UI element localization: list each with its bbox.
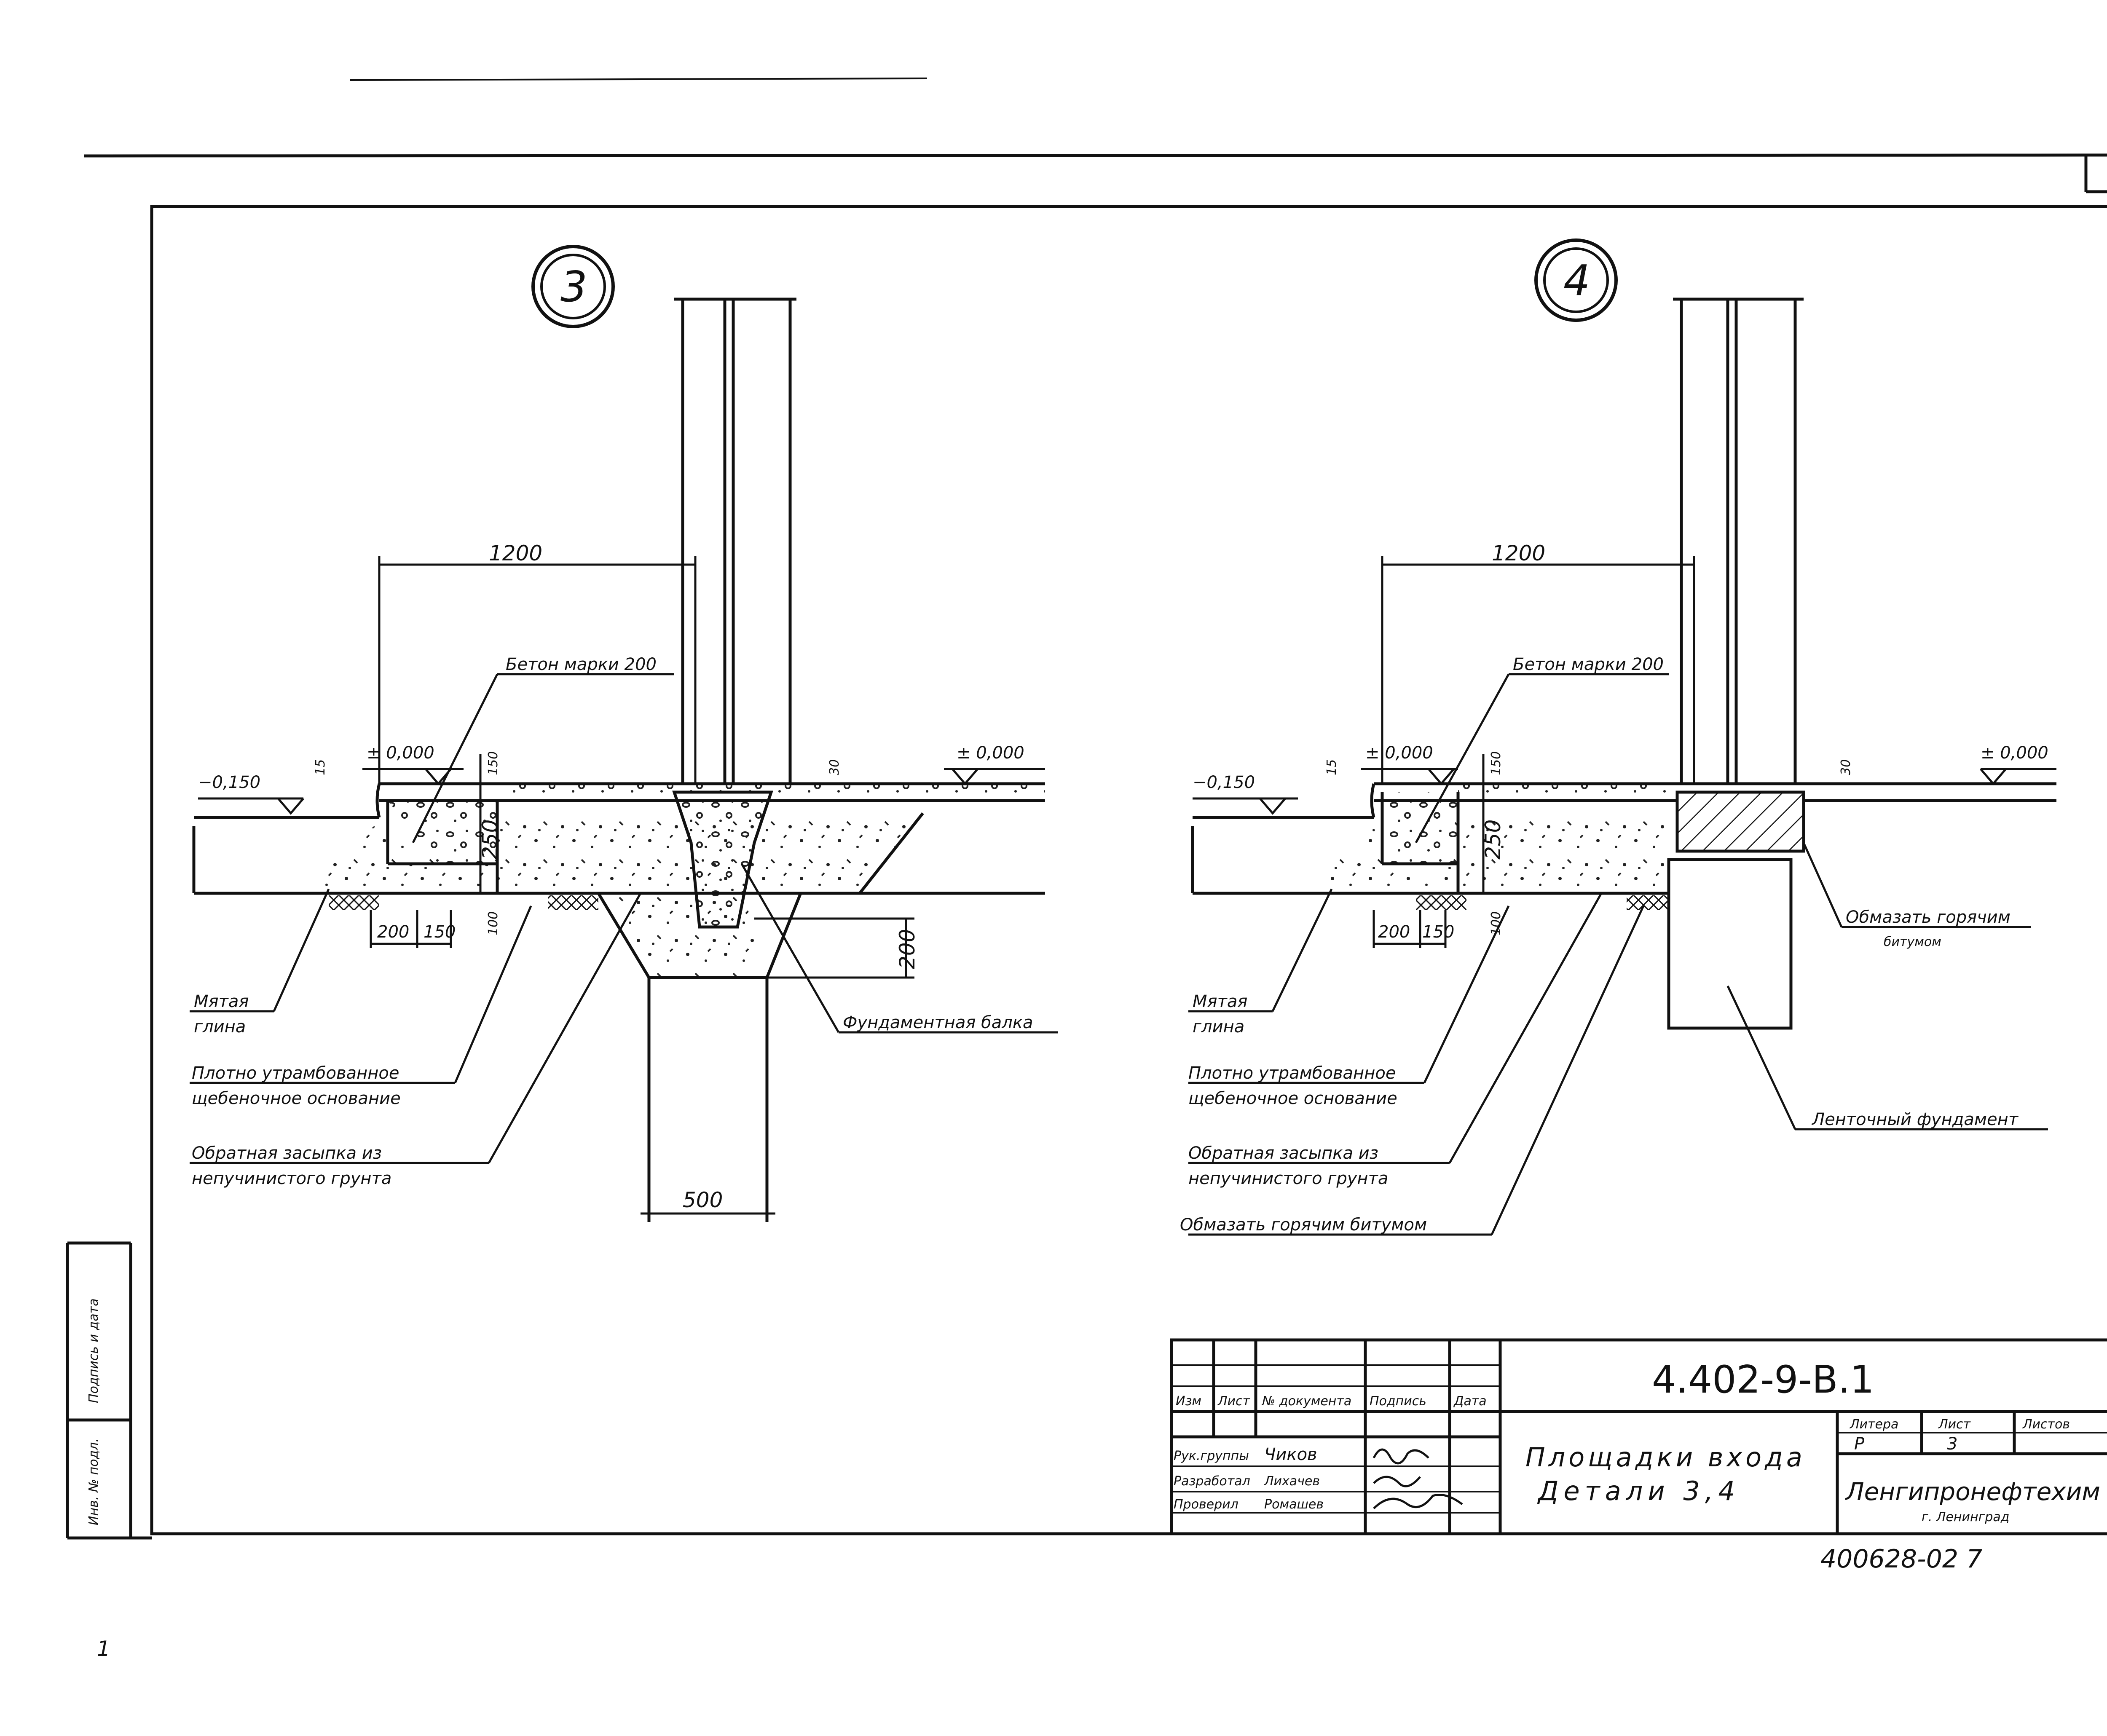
concrete-step xyxy=(388,801,497,864)
label-strip-foundation: Ленточный фундамент xyxy=(1811,1110,2019,1129)
drawing-title-1: Площадки входа xyxy=(1525,1442,1806,1473)
backfill-area xyxy=(1433,813,1669,893)
label-backfill-1: Обратная засыпка из xyxy=(1188,1144,1378,1163)
detail-marker-ring xyxy=(531,245,615,328)
label-bitumen-cap-1: Обмазать горячим xyxy=(1846,908,2010,927)
label-gravel-1: Плотно утрамбованное xyxy=(1188,1064,1396,1083)
sheets-header: Листов xyxy=(2022,1417,2070,1432)
level-minus: −0,150 xyxy=(198,773,260,792)
dim-200-gravel: 200 xyxy=(1378,922,1410,942)
sheet-value: 3 xyxy=(1947,1434,1957,1454)
label-gravel-2: щебеночное основание xyxy=(1188,1089,1397,1108)
name-checker: Ромашев xyxy=(1264,1497,1324,1512)
stamp-inventory-number: Инв. № подл. xyxy=(86,1438,101,1525)
dim-150-step: 150 xyxy=(1422,922,1454,942)
label-clay-2: глина xyxy=(194,1017,246,1037)
dim-15: 15 xyxy=(313,759,328,775)
detail-3: 3 xyxy=(190,245,1058,1222)
dim-250: 250 xyxy=(1481,820,1505,860)
label-foundation-beam: Фундаментная балка xyxy=(843,1013,1033,1032)
drawing-title-2: Детали 3,4 xyxy=(1537,1476,1740,1506)
title-block: 4.402-9-В.1 Изм Лист № документа Подпись… xyxy=(1170,1338,2107,1535)
label-backfill-1: Обратная засыпка из xyxy=(192,1144,382,1163)
detail-marker-ring xyxy=(1534,238,1618,322)
concrete-step xyxy=(1382,792,1458,864)
dim-200-gravel: 200 xyxy=(377,922,409,942)
organization: Ленгипронефтехим xyxy=(1845,1477,2100,1506)
role-checker: Проверил xyxy=(1174,1497,1238,1512)
concrete-slab xyxy=(1458,784,1669,801)
level-left-zero: ± 0,000 xyxy=(1365,743,1433,763)
dim-30: 30 xyxy=(827,759,842,775)
dim-500: 500 xyxy=(683,1188,723,1212)
detail-4: 4 xyxy=(1180,238,2056,1236)
dim-span: 1200 xyxy=(489,541,542,565)
stray-mark: 1 xyxy=(97,1637,110,1661)
dim-span: 1200 xyxy=(1492,541,1545,565)
organization-city: г. Ленинград xyxy=(1922,1510,2010,1524)
dim-100: 100 xyxy=(486,911,501,935)
role-developer: Разработал xyxy=(1174,1474,1250,1489)
label-backfill-2: непучинистого грунта xyxy=(1188,1169,1388,1188)
stage-header: Литера xyxy=(1850,1417,1898,1432)
clay-wedge xyxy=(1306,826,1458,893)
name-developer: Лихачев xyxy=(1264,1474,1320,1489)
dim-150: 150 xyxy=(486,751,501,775)
label-gravel-1: Плотно утрамбованное xyxy=(192,1064,399,1083)
dim-250: 250 xyxy=(478,820,502,860)
name-lead: Чиков xyxy=(1264,1445,1317,1464)
level-left-zero: ± 0,000 xyxy=(367,743,434,763)
detail-marker: 4 xyxy=(1563,256,1590,305)
header-doc: № документа xyxy=(1261,1394,1351,1409)
header-date: Дата xyxy=(1453,1394,1487,1409)
sheet-header: Лист xyxy=(1938,1417,1971,1432)
label-bitumen-cap-2: битумом xyxy=(1884,935,1941,949)
label-concrete: Бетон марки 200 xyxy=(1513,655,1664,674)
level-minus: −0,150 xyxy=(1193,773,1255,792)
stamp-signature-date: Подпись и дата xyxy=(86,1299,101,1404)
label-clay-2: глина xyxy=(1193,1017,1244,1037)
header-list: Лист xyxy=(1217,1394,1251,1409)
label-concrete: Бетон марки 200 xyxy=(506,655,657,674)
label-backfill-2: непучинистого грунта xyxy=(192,1169,391,1188)
stage-value: Р xyxy=(1854,1434,1865,1454)
label-clay-1: Мятая xyxy=(194,992,249,1011)
signature-lead xyxy=(1372,1448,1429,1465)
clay-wedge xyxy=(295,822,497,893)
label-clay-1: Мятая xyxy=(1193,992,1247,1011)
archive-number: 400628-02 7 xyxy=(1820,1544,1982,1574)
dim-200-trench: 200 xyxy=(895,929,919,969)
dim-30: 30 xyxy=(1839,759,1853,775)
dim-150: 150 xyxy=(1489,751,1504,775)
level-right-zero: ± 0,000 xyxy=(1981,743,2048,763)
header-sign: Подпись xyxy=(1370,1394,1426,1409)
header-izm: Изм xyxy=(1176,1394,1201,1409)
dim-150-step: 150 xyxy=(424,922,456,942)
strip-foundation-cap xyxy=(1675,790,1805,853)
role-lead: Рук.группы xyxy=(1174,1449,1249,1463)
label-bitumen-bottom: Обмазать горячим битумом xyxy=(1180,1215,1427,1235)
signature-checker xyxy=(1373,1494,1463,1509)
dim-15: 15 xyxy=(1324,759,1339,775)
level-right-zero: ± 0,000 xyxy=(957,743,1024,763)
document-code: 4.402-9-В.1 xyxy=(1652,1358,1874,1402)
detail-marker: 3 xyxy=(560,262,587,311)
signature-developer xyxy=(1373,1476,1421,1487)
dim-100: 100 xyxy=(1489,911,1504,935)
label-gravel-2: щебеночное основание xyxy=(192,1089,401,1108)
